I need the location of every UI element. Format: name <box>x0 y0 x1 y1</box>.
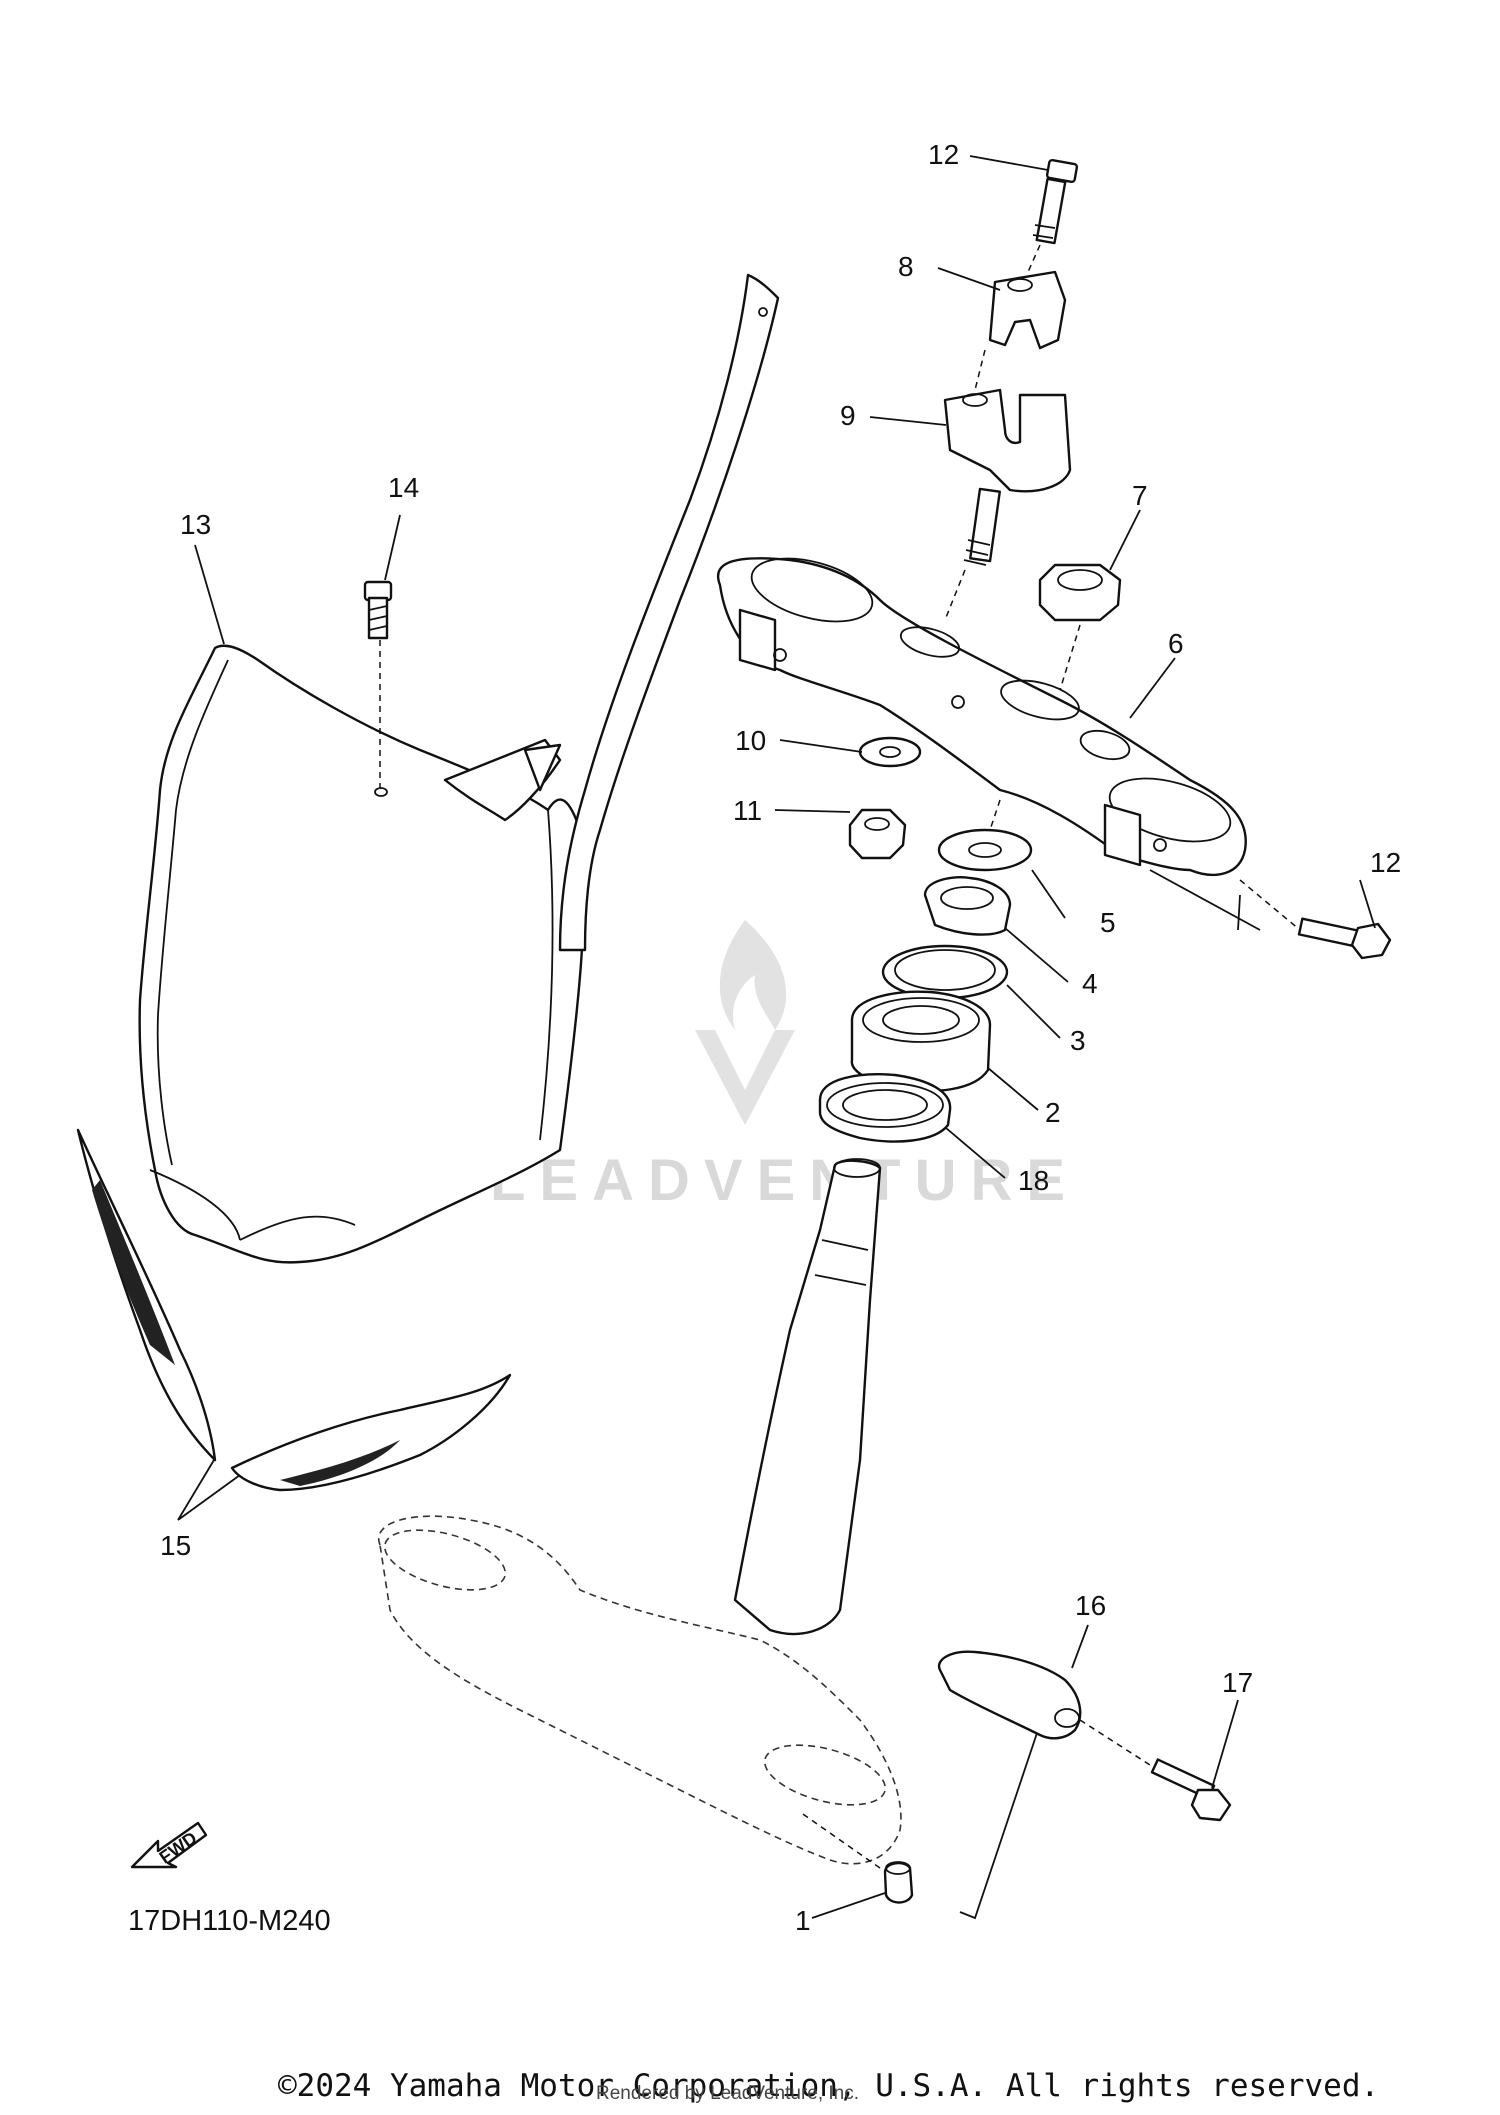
fwd-arrow-icon: FWD <box>130 1821 208 1869</box>
leader-clamp-to-collar <box>959 1732 1038 1920</box>
part-number-plate <box>138 273 780 1264</box>
watermark-text: LEADVENTURE <box>490 1148 1079 1213</box>
part-handlebar-holder-upper-8 <box>988 270 1067 350</box>
part-nut-11 <box>848 808 907 860</box>
diagram-code: 17DH110-M240 <box>128 1905 331 1937</box>
leader-stem-washer <box>1149 869 1261 931</box>
callout-leaders <box>177 155 1376 1919</box>
part-collar-1 <box>883 1861 914 1904</box>
callout-3: 3 <box>1070 1025 1086 1056</box>
part-washer-5 <box>937 799 1033 872</box>
callout-5: 5 <box>1100 907 1116 938</box>
callout-labels: 12 8 9 7 6 10 11 12 5 4 3 2 18 13 14 15 … <box>160 139 1401 1936</box>
part-steering-stem <box>733 1158 882 1636</box>
leadventure-watermark: LEADVENTURE <box>490 920 1079 1213</box>
copyright-notice: ©2024 Yamaha Motor Corporation, U.S.A. A… <box>278 2068 1380 2104</box>
part-ring-nut-4 <box>923 876 1012 936</box>
callout-12-right: 12 <box>1370 847 1401 878</box>
callout-13: 13 <box>180 509 211 540</box>
part-graphics-15 <box>76 1128 512 1492</box>
callout-8: 8 <box>898 251 914 282</box>
callout-2: 2 <box>1045 1097 1061 1128</box>
part-bolt-12-top <box>1027 158 1079 273</box>
callout-18: 18 <box>1018 1165 1049 1196</box>
leader-collar-to-bracket <box>799 1811 881 1869</box>
rendered-by-credit: Rendered by LeadVenture, Inc. <box>596 2083 860 2104</box>
part-bolt-14 <box>363 580 393 797</box>
part-under-bracket-ghost <box>377 1515 902 1865</box>
part-bolt-17 <box>1150 1758 1232 1822</box>
callout-9: 9 <box>840 400 856 431</box>
callout-10: 10 <box>735 725 766 756</box>
part-bolt-12-right <box>1239 879 1392 960</box>
callout-1: 1 <box>795 1905 811 1936</box>
watermark-v-icon <box>695 1030 795 1125</box>
part-bearing-18 <box>818 1073 952 1143</box>
callout-7: 7 <box>1132 480 1148 511</box>
callout-14: 14 <box>388 472 419 503</box>
leader-bolt17-to-clamp <box>1079 1719 1151 1766</box>
part-nut-7 <box>1038 563 1122 691</box>
part-clamp-16 <box>937 1650 1082 1740</box>
part-upper-bracket-6 <box>717 557 1247 877</box>
part-handlebar-holder-lower-9 <box>943 349 1072 621</box>
callout-6: 6 <box>1168 628 1184 659</box>
callout-4: 4 <box>1082 968 1098 999</box>
callout-16: 16 <box>1075 1590 1106 1621</box>
part-seal-3 <box>881 944 1009 1000</box>
callout-17: 17 <box>1222 1667 1253 1698</box>
watermark-flame-icon <box>719 920 787 1030</box>
callout-15: 15 <box>160 1530 191 1561</box>
callout-11: 11 <box>733 795 762 826</box>
callout-12-top: 12 <box>928 139 959 170</box>
part-washer-10 <box>858 736 922 768</box>
